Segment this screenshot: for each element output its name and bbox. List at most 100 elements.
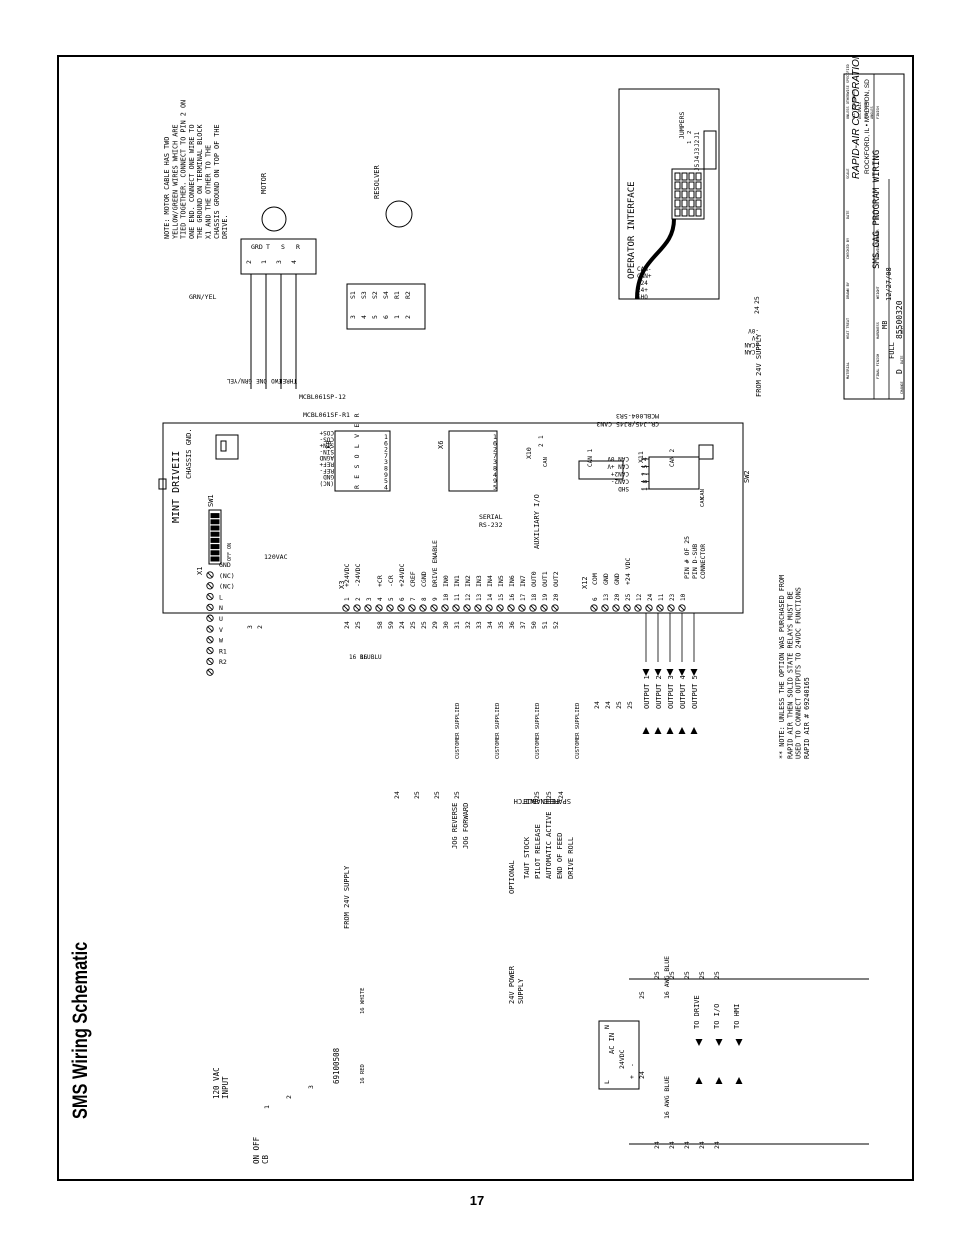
distribution-target-label: TO DRIVE	[693, 995, 701, 1029]
sw1-dip-key	[210, 550, 220, 556]
x3-term-label: -CR	[387, 575, 395, 587]
output-arrow-bottom	[678, 727, 686, 734]
keypad-key	[688, 208, 695, 217]
terminal-slash	[679, 605, 685, 611]
keypad-key	[695, 199, 702, 208]
power-supply-label: SUPPLY	[517, 978, 525, 1004]
dist-arrow	[715, 1077, 723, 1084]
jumper-number: 2	[687, 131, 693, 134]
x3-wire-number: 24	[398, 621, 406, 629]
resolver-pin-label: R2	[404, 291, 412, 299]
keypad-key	[688, 190, 695, 199]
resolver-cable-label: MCBL061SF-R1	[303, 411, 350, 419]
keypad-key	[674, 181, 681, 190]
motor-cable-label: MCBL061SP-12	[299, 393, 346, 401]
keypad-box	[671, 168, 705, 220]
x3-term-number: 9	[432, 597, 439, 601]
can-wire-label: CAN +V	[607, 463, 629, 470]
output-label: OUTPUT 5	[691, 675, 699, 709]
can-wire-label: CAN2-	[611, 478, 629, 485]
motor-note: YELLOW/GREEN WIRES WHICH ARE	[171, 124, 179, 239]
x6-pin-number: 4	[493, 471, 497, 479]
x3-terminal	[485, 604, 493, 612]
resolver-wire-label: COS-	[320, 435, 334, 442]
chassis-gnd-tab	[158, 478, 167, 490]
x1-term-label: R2	[219, 658, 227, 666]
x6-pin-number: 3	[493, 458, 497, 466]
x8-pin-number: 6	[384, 439, 388, 447]
keypad-key	[695, 208, 702, 217]
ps-plus-minus: -	[628, 1063, 636, 1067]
x1-term-label: L	[219, 593, 223, 601]
x3-terminal	[342, 604, 350, 612]
x3-terminal	[441, 604, 449, 612]
dist-arrow	[695, 1077, 703, 1084]
title-company: RAPID-AIR CORPORATION	[851, 57, 862, 179]
drive-title: MINT DRIVEII	[171, 451, 182, 523]
resolver-connector	[346, 283, 426, 330]
vac-input-label: 120 VAC	[212, 1067, 221, 1099]
x3-terminal	[540, 604, 548, 612]
breaker-part-number: 69100508	[332, 1047, 341, 1084]
x1-term-label: W	[219, 637, 223, 645]
ps-terminal-label: L	[603, 1080, 611, 1084]
x1-term-label: (NC)	[219, 583, 235, 591]
terminal-slash	[613, 605, 619, 611]
resolver-pin-label: S2	[371, 291, 379, 299]
optional-input-label: AUTOMATIC ACTIVE	[545, 812, 553, 879]
x8-pin-number: 9	[384, 471, 388, 479]
distribution-wire-bottom: 24	[713, 1141, 721, 1149]
x3-term-number: 2	[355, 597, 362, 601]
x3-wire-number: 58	[376, 621, 384, 629]
ps-terminal-label: N	[603, 1025, 611, 1029]
x12-terminal	[645, 604, 653, 612]
x6-pin-number: 1	[493, 433, 497, 441]
x3-term-label: DRIVE ENABLE	[431, 540, 439, 587]
cb-wire-number: 1	[263, 1105, 271, 1109]
sw2-label: SW2	[743, 470, 751, 483]
x3-term-label: IN6	[508, 575, 516, 587]
ps-dc-label: 24VDC	[618, 1049, 626, 1069]
x3-wire-number: 29	[431, 621, 439, 629]
sw1-dip-key	[210, 513, 220, 519]
input-label-secondary: JOG FORWARD	[462, 803, 470, 849]
terminal-slash	[541, 605, 547, 611]
optional-label: OPTIONAL	[508, 860, 516, 894]
terminal-slash	[207, 626, 213, 632]
input-label-secondary: JOG REVERSE	[451, 803, 459, 849]
x6-pin-number: 8	[493, 465, 497, 473]
ps-plus-minus: +	[628, 1075, 636, 1079]
x3-term-label: IN2	[464, 575, 472, 587]
motor-plug-number: 3	[275, 260, 283, 264]
x3-wire-number: 37	[519, 621, 527, 629]
motor-symbol	[261, 206, 287, 232]
keypad-key	[695, 190, 702, 199]
distribution-target-label: TO I/O	[713, 1004, 721, 1029]
terminal-slash	[354, 605, 360, 611]
drawing-scale: FULL	[888, 342, 896, 359]
terminal-slash	[657, 605, 663, 611]
x1-term-label: (NC)	[219, 572, 235, 580]
optional-input-label: DRIVE ROLL	[567, 837, 575, 879]
x1-term-label: U	[219, 615, 223, 623]
x3-label: X3	[338, 581, 346, 589]
output-arrow-bottom	[690, 727, 698, 734]
grn-yel-label: GRN/YEL	[189, 293, 216, 301]
oi-terminal-label: -24	[637, 280, 648, 287]
x6-label: X6	[437, 441, 445, 449]
x3-term-number: 20	[553, 593, 560, 601]
oi-side-terminal: +V	[751, 334, 759, 341]
x1-terminal	[206, 592, 214, 601]
resolver-plug-number: 6	[382, 315, 390, 319]
terminal-slash	[475, 605, 481, 611]
bus-wire-number: 25	[433, 791, 441, 799]
keypad-key	[674, 208, 681, 217]
x3-term-number: 3	[366, 597, 373, 601]
supply-wire-number: 24	[753, 306, 761, 314]
output-arrow-top	[666, 669, 674, 676]
title-block-field: REV.	[876, 211, 880, 219]
can-on-off-label: CAN	[700, 497, 706, 507]
terminal-slash	[431, 605, 437, 611]
motor-note: TIED TOGETHER. CONNECT TO PIN 2 ON	[180, 100, 188, 239]
